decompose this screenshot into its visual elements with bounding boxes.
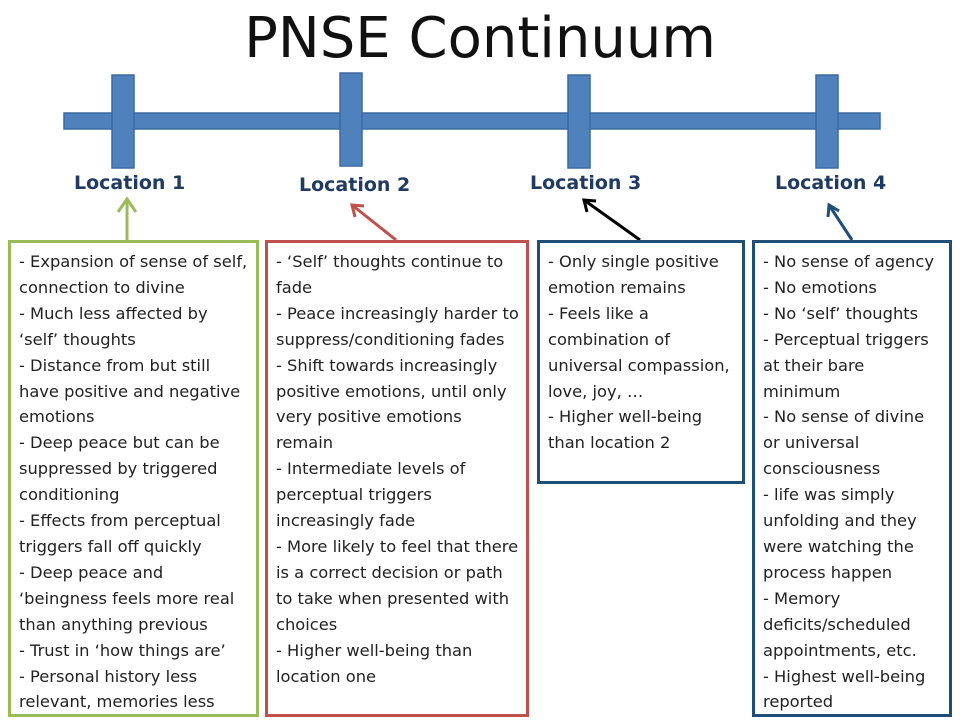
bullet-item: - Highest well-being reported (763, 666, 926, 712)
bullet-item: - Higher well-being than location one (276, 640, 473, 686)
bullet-item: - More likely to feel that there is a co… (276, 536, 519, 634)
tick-location-1 (111, 74, 135, 169)
bullet-item: - ‘Self’ thoughts continue to fade (276, 252, 504, 297)
page-title: PNSE Continuum (244, 6, 716, 71)
bullet-item: - life was simply unfolding and they wer… (763, 485, 917, 582)
arrow-location-4 (826, 202, 854, 241)
bullet-item: - No sense of divine or universal consci… (763, 407, 925, 479)
bullet-item: - Expansion of sense of self, connection… (19, 252, 248, 297)
bullet-item: - Only single positive emotion remains (548, 252, 719, 297)
bullet-item: - Perceptual triggers at their bare mini… (763, 329, 929, 401)
tick-location-3 (567, 74, 591, 169)
location-3-description-box: - Only single positive emotion remains - … (537, 240, 745, 484)
arrow-location-2 (350, 203, 397, 242)
bullet-item: - Intermediate levels of perceptual trig… (276, 459, 466, 531)
bullet-item: - No emotions (763, 277, 877, 297)
bullet-item: - Higher well-being than location 2 (548, 407, 703, 453)
bullet-item: - Much less affected by ‘self’ thoughts (19, 303, 208, 349)
bullet-item: - Distance from but still have positive … (19, 355, 241, 427)
location-4-description-box: - No sense of agency - No emotions - No ‘s… (752, 240, 952, 717)
location-2-label: Location 2 (299, 174, 411, 196)
location-4-list: - No sense of agency - No emotions - No ‘s… (763, 249, 943, 714)
bullet-item: - Peace increasingly harder to suppress/… (276, 303, 519, 349)
timeline-bar (63, 112, 881, 130)
location-2-description-box: - ‘Self’ thoughts continue to fade - Peac… (265, 240, 529, 717)
location-1-list: - Expansion of sense of self, connection… (19, 249, 250, 714)
bullet-item: - Feels like a combination of universal … (548, 303, 730, 401)
location-2-list: - ‘Self’ thoughts continue to fade - Peac… (276, 249, 520, 689)
location-1-description-box: - Expansion of sense of self, connection… (8, 240, 259, 717)
location-1-label: Location 1 (74, 172, 186, 194)
bullet-item: - Personal history less relevant, memori… (19, 666, 215, 712)
location-3-list: - Only single positive emotion remains - … (548, 249, 736, 456)
arrow-location-3 (582, 198, 641, 242)
tick-location-4 (815, 74, 839, 169)
arrow-location-1 (116, 196, 138, 240)
bullet-item: - Effects from perceptual triggers fall … (19, 511, 221, 556)
tick-location-2 (339, 72, 363, 167)
bullet-item: - No ‘self’ thoughts (763, 303, 919, 323)
location-4-label: Location 4 (775, 172, 887, 194)
location-3-label: Location 3 (530, 172, 642, 194)
bullet-item: - No sense of agency (763, 252, 934, 271)
bullet-item: - Trust in ‘how things are’ (19, 640, 226, 660)
bullet-item: - Deep peace but can be suppressed by tr… (19, 433, 220, 505)
bullet-item: - Shift towards increasingly positive em… (276, 355, 507, 453)
bullet-item: - Memory deficits/scheduled appointments… (763, 588, 917, 660)
bullet-item: - Deep peace and ‘beingness feels more r… (19, 562, 235, 634)
